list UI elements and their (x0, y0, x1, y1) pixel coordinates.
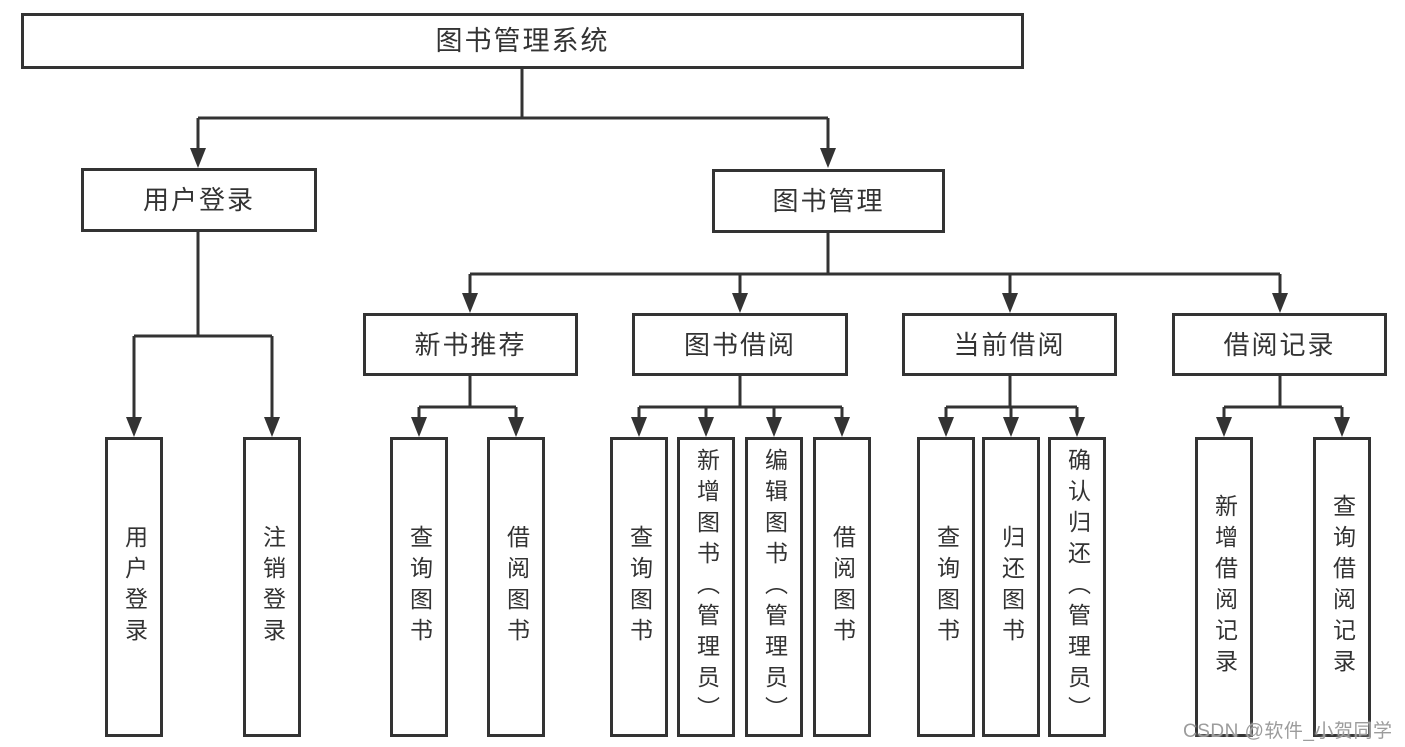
node-label: 图书管理 (772, 186, 885, 216)
node-label: 图书借阅 (683, 329, 796, 360)
node-label: 查询图书 (626, 525, 653, 649)
node-book-management: 图书管理 (712, 169, 945, 233)
node-label: 当前借阅 (953, 329, 1066, 360)
leaf-query-books-current: 查询图书 (917, 437, 975, 737)
leaf-user-login: 用户登录 (105, 437, 163, 737)
connector-book-management-to-level3 (468, 233, 1282, 296)
node-library-management-system: 图书管理系统 (21, 13, 1024, 69)
connector-root-to-level2 (196, 69, 830, 151)
leaf-borrow-books: 借阅图书 (813, 437, 871, 737)
node-borrowing-records: 借阅记录 (1172, 313, 1387, 376)
leaf-logout: 注销登录 (243, 437, 301, 737)
connector-borrow-records-to-leaves (1222, 376, 1344, 420)
leaf-query-borrow-record: 查询借阅记录 (1313, 437, 1371, 737)
leaf-borrow-books-recommend: 借阅图书 (487, 437, 545, 737)
node-label: 借阅图书 (829, 525, 856, 649)
node-current-borrowing: 当前借阅 (902, 313, 1117, 376)
node-label: 借阅图书 (503, 525, 530, 649)
node-label: 查询图书 (933, 525, 960, 649)
node-label: 查询借阅记录 (1329, 494, 1356, 680)
leaf-add-borrow-record: 新增借阅记录 (1195, 437, 1253, 737)
csdn-watermark: CSDN @软件_小贺同学 (1183, 721, 1393, 742)
node-label: 确认归还（管理员） (1064, 447, 1091, 727)
leaf-return-books: 归还图书 (982, 437, 1040, 737)
node-book-borrowing: 图书借阅 (632, 313, 848, 376)
node-label: 新增图书（管理员） (693, 447, 720, 727)
connector-current-borrow-to-leaves (944, 376, 1079, 420)
node-label: 查询图书 (406, 525, 433, 649)
node-label: 借阅记录 (1223, 329, 1336, 360)
node-label: 编辑图书（管理员） (761, 447, 788, 727)
node-label: 新书推荐 (414, 329, 527, 360)
leaf-confirm-return-admin: 确认归还（管理员） (1048, 437, 1106, 737)
node-user-login: 用户登录 (81, 168, 317, 232)
node-label: 用户登录 (121, 525, 148, 649)
connector-book-borrow-to-leaves (637, 376, 844, 420)
node-label: 注销登录 (259, 525, 286, 649)
leaf-edit-book-admin: 编辑图书（管理员） (745, 437, 803, 737)
node-label: 新增借阅记录 (1211, 494, 1238, 680)
connector-new-book-rec-to-leaves (417, 376, 518, 420)
leaf-query-books-recommend: 查询图书 (390, 437, 448, 737)
leaf-add-book-admin: 新增图书（管理员） (677, 437, 735, 737)
node-label: 图书管理系统 (435, 25, 610, 56)
node-label: 归还图书 (998, 525, 1025, 649)
node-label: 用户登录 (142, 185, 255, 215)
leaf-query-books-borrow: 查询图书 (610, 437, 668, 737)
connector-user-login-to-leaves (132, 232, 274, 420)
node-new-book-recommendation: 新书推荐 (363, 313, 578, 376)
